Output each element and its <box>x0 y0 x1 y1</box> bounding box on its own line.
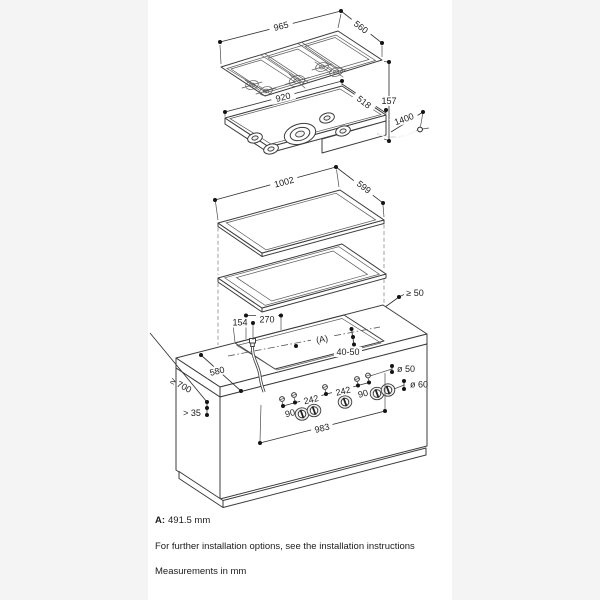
dim-screw-span: 983 <box>310 420 334 436</box>
plug-circle <box>417 126 423 133</box>
dim-gas-offset: 154 <box>229 317 251 328</box>
svg-text:920: 920 <box>275 90 292 103</box>
dim-worktop-thickness: 40-50 <box>334 347 362 357</box>
dimension-cutout: 154 270 40-50 <box>229 313 362 357</box>
svg-text:(A): (A) <box>315 333 329 345</box>
svg-text:242: 242 <box>303 393 320 406</box>
cabinet-part: (A) <box>175 304 428 508</box>
dim-242-right: 242 <box>331 383 355 399</box>
svg-text:40-50: 40-50 <box>336 347 359 357</box>
dimension-hob: 920 518 157 1400 <box>223 60 430 143</box>
screw-icons <box>279 372 371 402</box>
wok-burner <box>283 122 317 146</box>
dim-knob-dia: ø 60 <box>410 380 428 390</box>
footnotes: A: 491.5 mm For further installation opt… <box>155 515 415 577</box>
grate-burner-seats <box>241 61 347 97</box>
dim-hob-height: 157 <box>378 96 400 106</box>
note-installation-options: For further installation options, see th… <box>155 541 415 552</box>
tray-part <box>217 243 387 313</box>
dim-90-left: 90 <box>284 407 296 419</box>
svg-text:270: 270 <box>259 315 274 325</box>
svg-text:90: 90 <box>357 388 369 400</box>
note-units: Measurements in mm <box>155 566 246 577</box>
svg-text:242: 242 <box>335 385 352 398</box>
svg-text:90: 90 <box>284 407 296 419</box>
dim-242-left: 242 <box>299 392 323 407</box>
knob-5 <box>380 383 396 397</box>
knob-2 <box>306 403 322 418</box>
knob-3 <box>337 395 353 409</box>
gas-connection <box>249 338 266 393</box>
note-a-value: 491.5 mm <box>168 515 210 526</box>
dimension-diameters: ø 50 ø 60 <box>369 364 428 391</box>
knob-1 <box>294 407 310 421</box>
control-panel: 90 242 242 90 ø 50 ø 60 <box>258 364 428 445</box>
worktop-cutout <box>234 314 385 371</box>
svg-text:965: 965 <box>273 19 290 32</box>
dim-90-right: 90 <box>357 388 369 400</box>
dim-a-label: (A) <box>310 331 334 347</box>
dim-front-min: > 35 <box>183 408 201 418</box>
dim-hole-dia: ø 50 <box>397 364 415 374</box>
dimension-screw-span: 983 <box>258 373 387 445</box>
dimension-screw-spacing: 90 242 242 90 <box>281 377 371 419</box>
svg-text:154: 154 <box>232 318 247 328</box>
dim-hob-width: 920 <box>270 89 296 105</box>
dim-cutout-offset: 270 <box>256 314 278 325</box>
svg-text:983: 983 <box>314 421 331 434</box>
svg-text:157: 157 <box>381 96 396 106</box>
dim-left-section: 580 <box>205 363 229 379</box>
svg-text:580: 580 <box>209 365 226 378</box>
hob-burners <box>247 112 351 155</box>
frame-part <box>217 189 385 257</box>
projection-lines <box>217 224 385 345</box>
dim-grate-width: 965 <box>268 18 294 34</box>
dim-rear-clearance-label: ≥ 50 <box>406 288 423 298</box>
hob-part <box>224 85 417 155</box>
note-a-key: A: <box>155 515 165 526</box>
knob-icons <box>294 383 396 421</box>
grate-part <box>220 30 383 97</box>
